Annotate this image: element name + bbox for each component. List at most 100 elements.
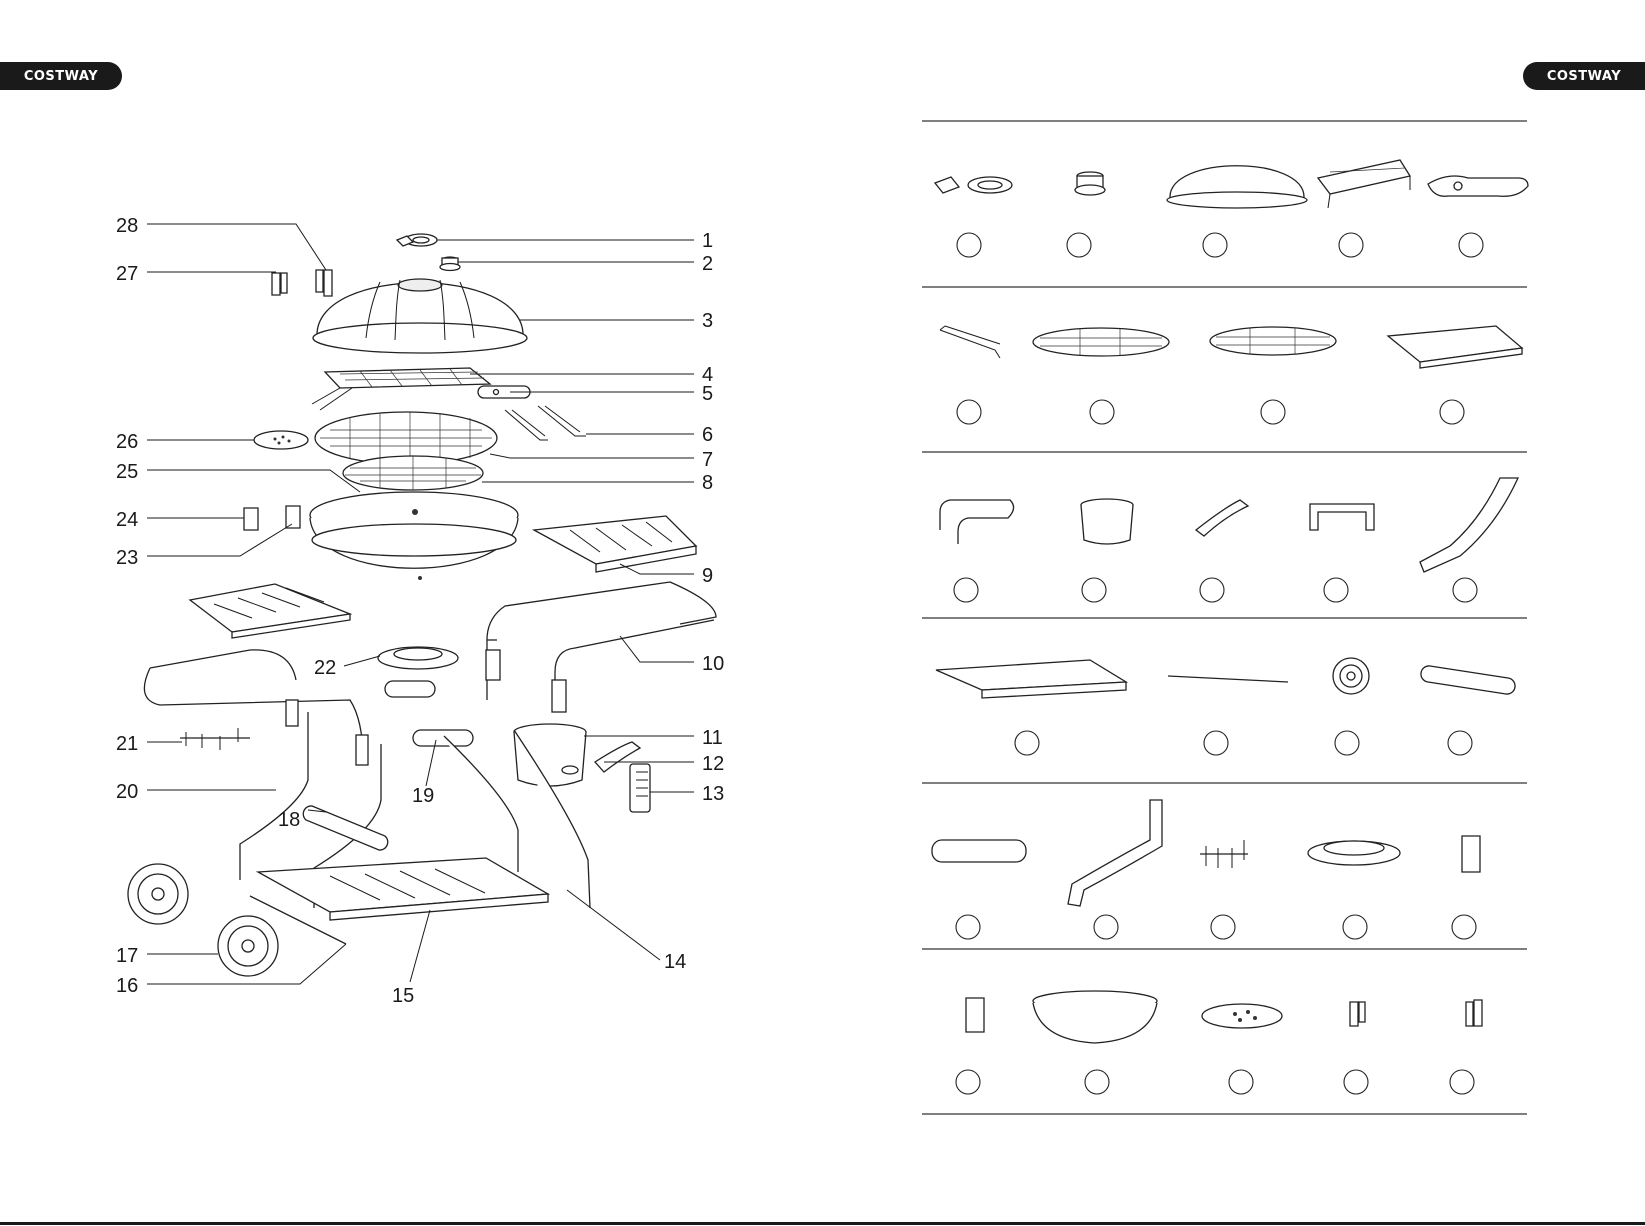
part-number-circle	[1067, 233, 1091, 257]
callout-12: 12	[702, 753, 724, 775]
part-brackets	[244, 506, 300, 530]
thumb-bottom-shelf	[936, 660, 1126, 698]
exploded-parts	[128, 234, 716, 976]
table-row-2	[940, 326, 1522, 424]
thumb-bucket-handle	[1196, 500, 1248, 536]
callout-24: 24	[116, 509, 138, 531]
part-number-circle	[956, 1070, 980, 1094]
thumb-charcoal-grate	[1210, 327, 1336, 355]
callout-10: 10	[702, 653, 724, 675]
thumb-ash-bucket	[1081, 499, 1133, 544]
part-number-circle	[1335, 731, 1359, 755]
thumb-axle-sleeve	[932, 840, 1026, 862]
callout-2: 2	[702, 253, 713, 275]
table-row-6	[956, 991, 1482, 1094]
callout-27: 27	[116, 263, 138, 285]
part-warming-rack	[312, 368, 490, 410]
part-lid	[313, 279, 527, 353]
callout-21: 21	[116, 733, 138, 755]
thumb-cooking-grate	[1033, 328, 1169, 356]
part-number-circle	[1085, 1070, 1109, 1094]
part-number-circle	[957, 400, 981, 424]
part-lid-hooks	[272, 270, 332, 296]
part-number-circle	[1204, 731, 1228, 755]
callout-23: 23	[116, 547, 138, 569]
part-cart-handle	[630, 764, 650, 812]
callout-14: 14	[664, 951, 686, 973]
thumb-ash-ring	[1308, 841, 1400, 865]
thumb-side-shelf	[1388, 326, 1522, 368]
callout-11: 11	[702, 727, 723, 749]
part-number-circle	[1448, 731, 1472, 755]
part-knob	[440, 257, 460, 271]
part-ash-plate	[254, 431, 308, 449]
table-row-3	[940, 478, 1518, 602]
callout-17: 17	[116, 945, 138, 967]
thumb-tool-hook	[1200, 840, 1248, 868]
part-charcoal-grate	[343, 456, 483, 490]
callout-18: 18	[278, 809, 300, 831]
part-number-circle	[1453, 578, 1477, 602]
part-number-circle	[956, 915, 980, 939]
thumb-vent-cover	[935, 177, 1012, 193]
thumb-lid	[1167, 166, 1307, 208]
callout-20: 20	[116, 781, 138, 803]
callout-9: 9	[702, 565, 713, 587]
table-row-5	[932, 800, 1480, 939]
callout-16: 16	[116, 975, 138, 997]
part-number-circle	[1200, 578, 1224, 602]
part-number-circle	[957, 233, 981, 257]
callout-13: 13	[702, 783, 724, 805]
callout-25: 25	[116, 461, 138, 483]
callout-5: 5	[702, 383, 713, 405]
part-number-circle	[1090, 400, 1114, 424]
part-number-circle	[1211, 915, 1235, 939]
thumb-lid-hook	[1350, 1002, 1365, 1026]
callout-19: 19	[412, 785, 434, 807]
part-fire-bowl	[310, 492, 518, 580]
part-number-circle	[1339, 233, 1363, 257]
thumb-ash-plate	[1202, 1004, 1282, 1028]
thumb-warming-rack	[1318, 160, 1410, 208]
thumb-bracket-2	[966, 998, 984, 1032]
callout-26: 26	[116, 431, 138, 453]
thumb-fire-bowl	[1033, 991, 1157, 1043]
thumb-cart-handle	[1310, 504, 1374, 530]
page-bottom-rule	[0, 1222, 1645, 1225]
callout-28: 28	[116, 215, 138, 237]
part-number-circle	[1015, 731, 1039, 755]
thumb-tongs	[940, 326, 1000, 358]
callout-15: 15	[392, 985, 414, 1007]
part-charcoal-tongs	[505, 406, 586, 440]
part-number-circle	[1343, 915, 1367, 939]
part-number-circle	[1229, 1070, 1253, 1094]
thumb-bracket	[1462, 836, 1480, 872]
callout-3: 3	[702, 310, 713, 332]
part-number-circle	[1344, 1070, 1368, 1094]
thumb-leg	[1420, 478, 1518, 572]
thumb-sleeve	[1421, 666, 1515, 694]
part-right-frame	[486, 582, 716, 712]
thumb-frame	[940, 500, 1014, 544]
parts-table	[922, 121, 1528, 1114]
part-number-circle	[1324, 578, 1348, 602]
table-row-4	[936, 658, 1515, 755]
thumb-knob	[1075, 172, 1105, 195]
part-number-circle	[1261, 400, 1285, 424]
part-number-circle	[954, 578, 978, 602]
thumb-leg-2	[1068, 800, 1162, 906]
part-left-side-shelf	[190, 584, 350, 638]
thumb-axle	[1168, 676, 1288, 682]
part-number-circle	[1450, 1070, 1474, 1094]
part-tool-hook-bar	[180, 728, 250, 750]
part-number-circle	[1459, 233, 1483, 257]
callout-22: 22	[314, 657, 336, 679]
part-number-circle	[1094, 915, 1118, 939]
part-wheels	[128, 864, 278, 976]
part-number-circle	[1082, 578, 1106, 602]
callout-7: 7	[702, 449, 713, 471]
part-number-circle	[1203, 233, 1227, 257]
part-number-circle	[1440, 400, 1464, 424]
part-bottom-shelf	[258, 858, 548, 920]
